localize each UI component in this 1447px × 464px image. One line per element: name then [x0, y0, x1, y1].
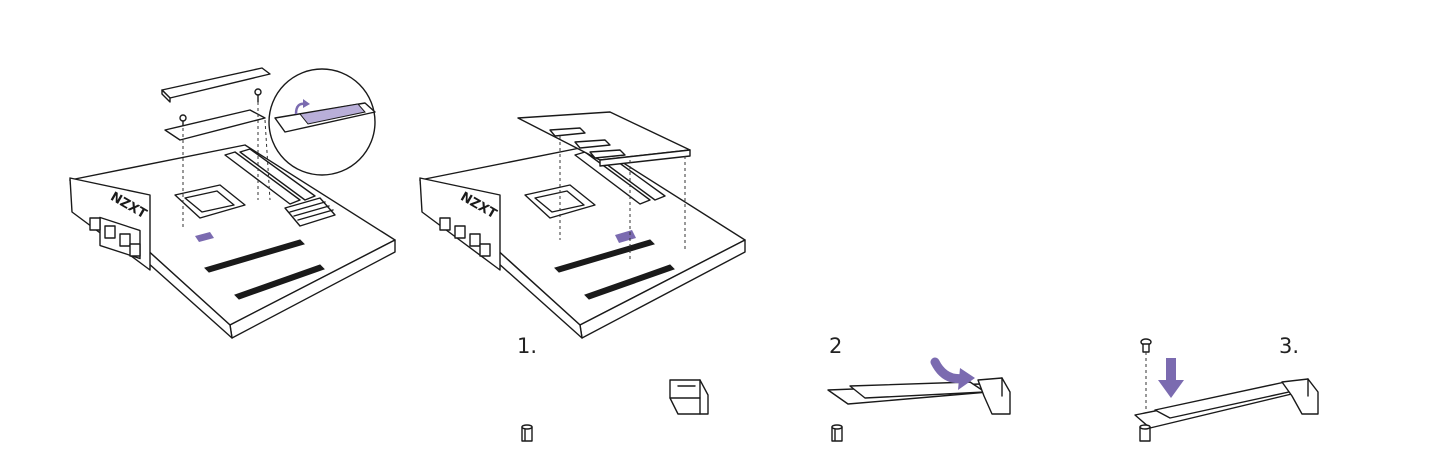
step-1-label: 1.	[517, 334, 538, 358]
step2-parts	[827, 357, 1011, 442]
step-2-label: 2	[829, 334, 843, 358]
figure-motherboard-shroud: NZXT	[419, 111, 746, 339]
standoff-icon	[1139, 424, 1151, 442]
m2-slot-highlight	[195, 232, 214, 242]
m2-connector-icon	[977, 377, 1011, 415]
down-arrow-icon	[1166, 358, 1176, 382]
standoff-icon	[831, 424, 843, 442]
step3-parts	[1134, 338, 1319, 442]
screw-icon	[254, 88, 262, 103]
m2-connector-icon	[1281, 378, 1319, 415]
step-3-label: 3.	[1279, 334, 1300, 358]
m2-bracket	[164, 109, 266, 141]
figure-motherboard-heatsink: NZXT	[69, 67, 396, 339]
thermal-pad	[299, 103, 366, 125]
screw-icon	[1140, 338, 1152, 353]
m2-heatsink-cover	[161, 67, 271, 99]
m2-slot-highlight	[615, 230, 636, 243]
m2-connector-icon	[669, 379, 709, 415]
step1-parts	[521, 379, 709, 442]
standoff-icon	[521, 424, 533, 442]
